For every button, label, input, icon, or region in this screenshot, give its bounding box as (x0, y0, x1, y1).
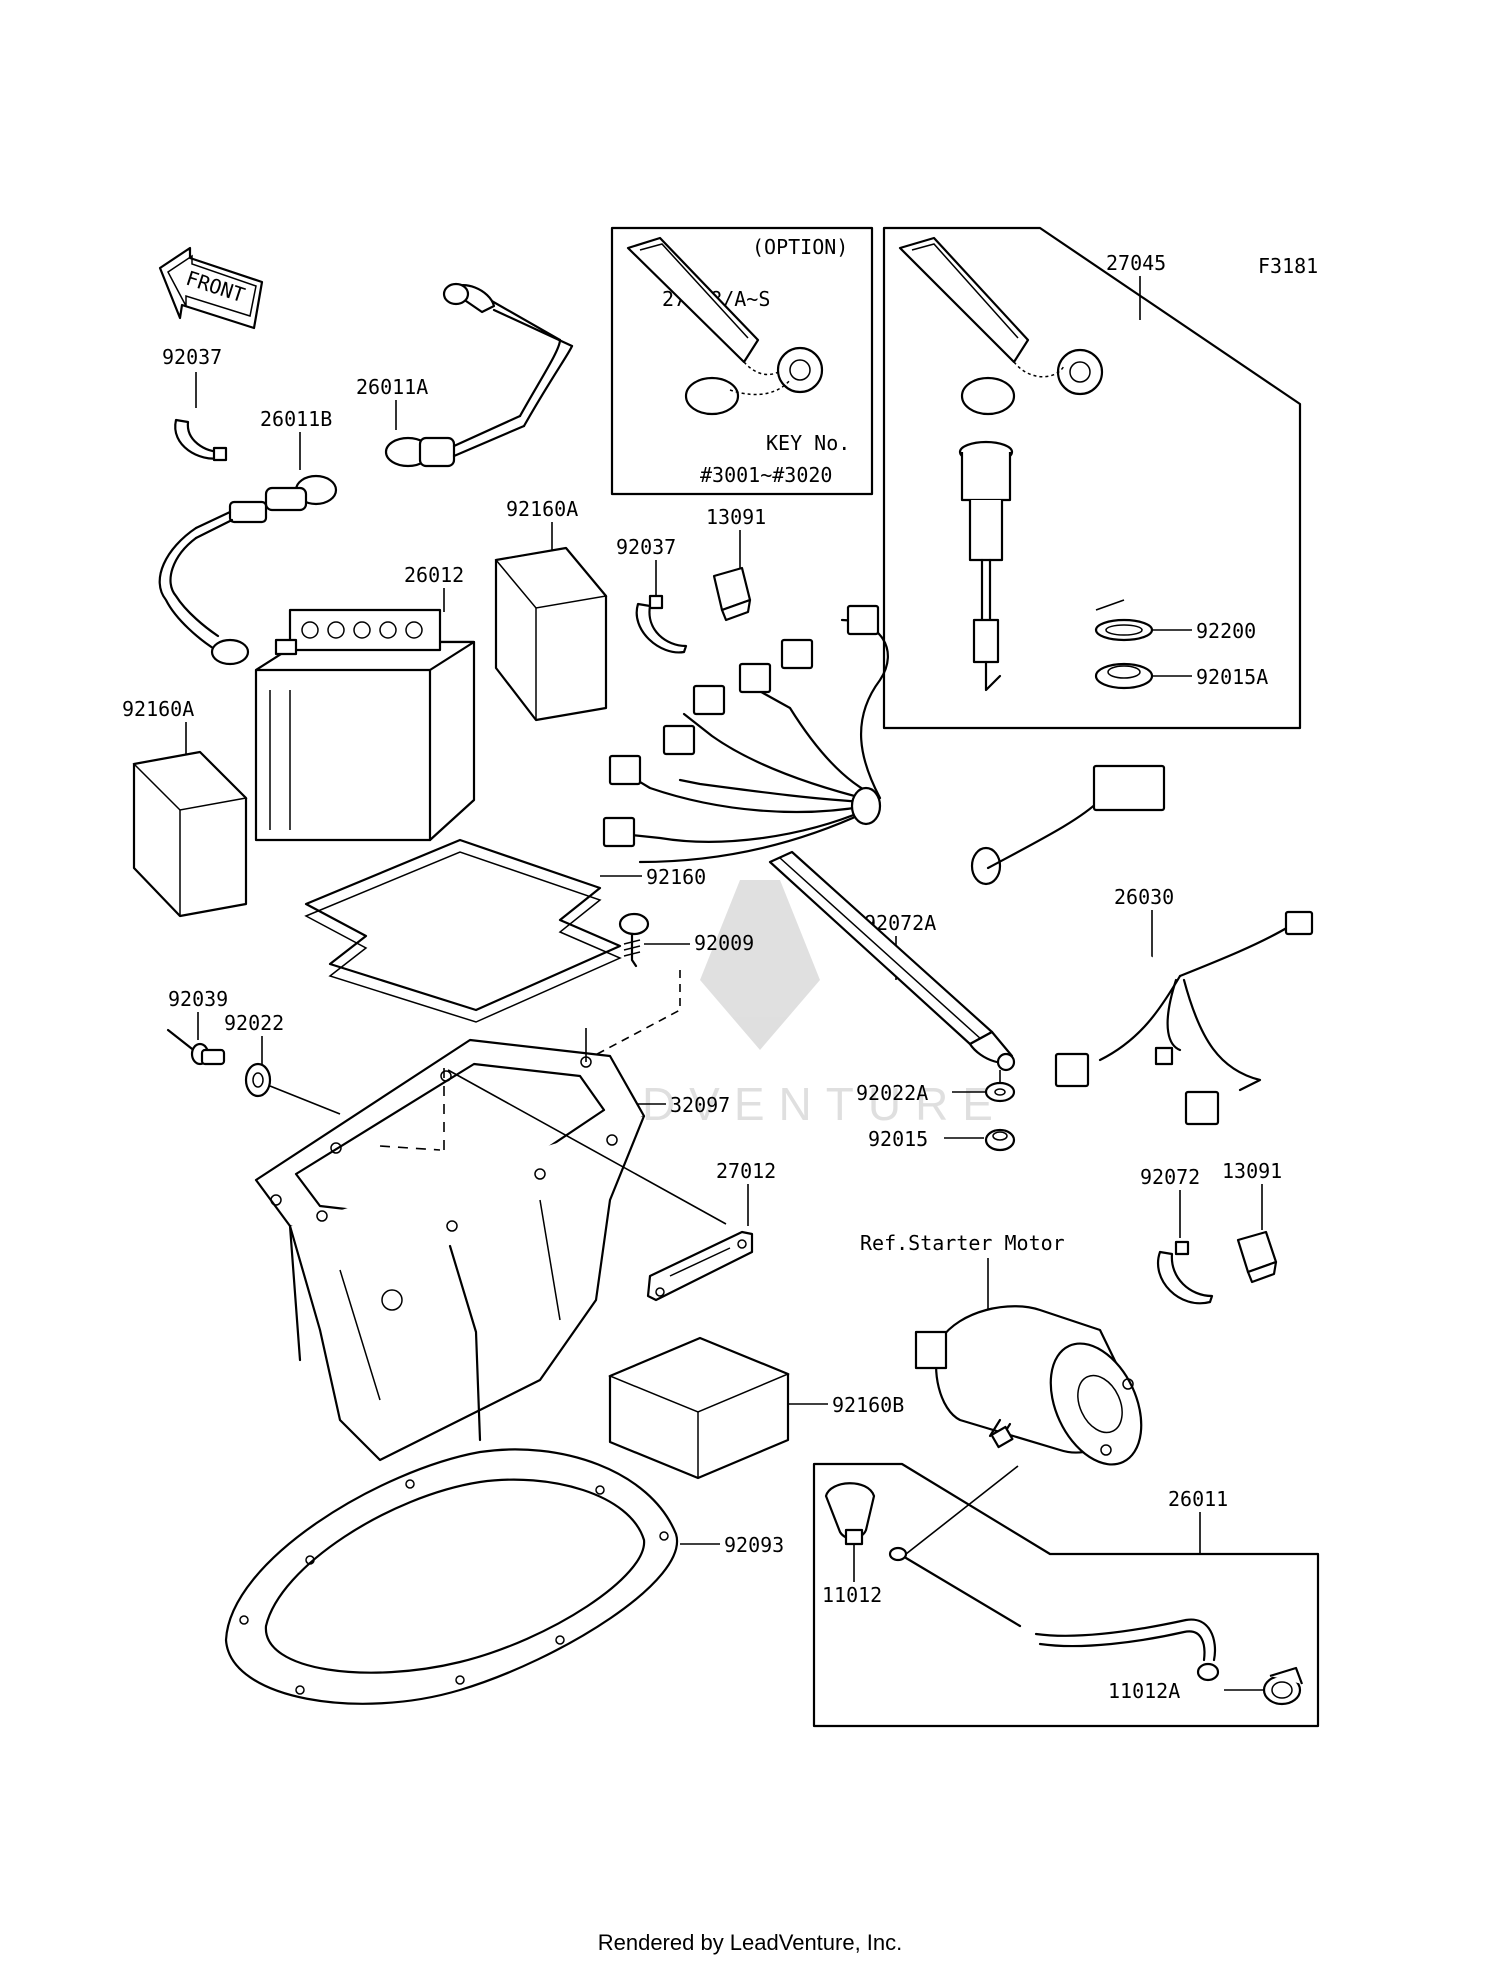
pin-92039 (166, 1028, 226, 1066)
callout-92160A-a: 92160A (506, 497, 578, 521)
battery (254, 608, 476, 842)
callout-92022A: 92022A (856, 1081, 928, 1105)
callout-26012: 26012 (404, 563, 464, 587)
wiring-harness (602, 604, 1314, 1126)
callout-13091-b: 13091 (1222, 1159, 1282, 1183)
callout-92160B: 92160B (832, 1393, 904, 1417)
pad-92160A-upper (494, 546, 608, 722)
pad-92160 (304, 838, 622, 1023)
strap-92072A (768, 850, 1016, 1072)
battery-cable-26011A (384, 282, 574, 468)
callout-92093: 92093 (724, 1533, 784, 1557)
callout-92072: 92072 (1140, 1165, 1200, 1189)
callout-92015A: 92015A (1196, 665, 1268, 689)
callout-26011A: 26011A (356, 375, 428, 399)
callout-27012: 27012 (716, 1159, 776, 1183)
callout-26011B: 26011B (260, 407, 332, 431)
callout-11012A: 11012A (1108, 1679, 1180, 1703)
callout-92039: 92039 (168, 987, 228, 1011)
key-no-label: KEY No. (766, 431, 850, 455)
starter-motor (914, 1305, 1143, 1466)
callout-92015: 92015 (868, 1127, 928, 1151)
callout-13091-a: 13091 (706, 505, 766, 529)
callout-92200: 92200 (1196, 619, 1256, 643)
callout-92037-b: 92037 (616, 535, 676, 559)
callout-26030: 26030 (1114, 885, 1174, 909)
callout-27045: 27045 (1106, 251, 1166, 275)
callout-92160A-b: 92160A (122, 697, 194, 721)
option-box: (OPTION) 27008/A~S KEY No. #3001~#3020 (610, 226, 874, 496)
battery-case (254, 1028, 727, 1462)
callout-92022: 92022 (224, 1011, 284, 1035)
callout-11012: 11012 (822, 1583, 882, 1607)
callout-32097: 32097 (670, 1093, 730, 1117)
bracket-27012 (646, 1230, 754, 1302)
gasket-92093 (224, 1448, 679, 1705)
key-range: #3001~#3020 (700, 463, 832, 487)
callout-92160: 92160 (646, 865, 706, 889)
ignition-set-box: 27045 92200 92015A (882, 226, 1302, 730)
screw-92009 (585, 912, 681, 1061)
battery-cable-26011B (158, 474, 338, 666)
figure-code: F3181 (1258, 254, 1318, 278)
option-title: (OPTION) (752, 235, 848, 259)
pad-92160B (608, 1336, 790, 1480)
cable-26011-box: 26011 11012 11012A (812, 1462, 1320, 1728)
callout-92009: 92009 (694, 931, 754, 955)
pad-92160A-left (132, 750, 248, 918)
ref-starter-motor: Ref.Starter Motor (860, 1231, 1065, 1255)
footer-credit: Rendered by LeadVenture, Inc. (598, 1930, 903, 1955)
front-arrow-icon: FRONT (158, 246, 264, 330)
callout-92037-a: 92037 (162, 345, 222, 369)
callout-26011: 26011 (1168, 1487, 1228, 1511)
